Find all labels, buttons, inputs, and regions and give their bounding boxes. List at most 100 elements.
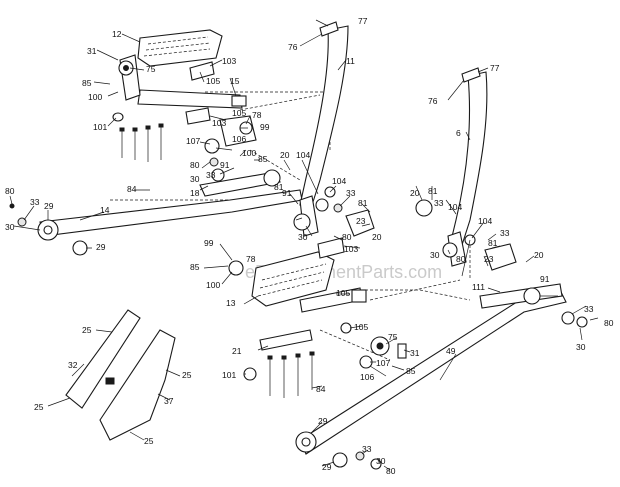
part-label: 105 bbox=[232, 108, 246, 118]
part-label: 33 bbox=[500, 228, 510, 238]
left-rail-14 bbox=[9, 189, 303, 256]
roller-29d bbox=[332, 452, 348, 468]
part-label: 105 bbox=[336, 288, 350, 298]
part-label: 101 bbox=[93, 122, 107, 132]
bracket-23a bbox=[345, 209, 375, 237]
part-label: 75 bbox=[146, 64, 156, 74]
leader-lines bbox=[9, 19, 599, 471]
cap-77a bbox=[319, 21, 339, 37]
part-number-labels: 12 31 75 85 100 103 105 15 101 103 105 7… bbox=[5, 16, 614, 476]
part-label: 25 bbox=[34, 402, 44, 412]
part-label: 81 bbox=[358, 198, 368, 208]
link-arm-18 bbox=[199, 171, 281, 197]
roller-20a bbox=[263, 169, 281, 187]
part-label: 78 bbox=[246, 254, 256, 264]
bushing-30a bbox=[293, 213, 311, 231]
part-label: 30 bbox=[5, 222, 15, 232]
part-label: 105 bbox=[206, 76, 220, 86]
bushing-105c bbox=[351, 289, 367, 303]
part-label: 99 bbox=[204, 238, 214, 248]
part-label: 13 bbox=[226, 298, 236, 308]
part-label: 104 bbox=[448, 202, 462, 212]
part-label: 111 bbox=[472, 282, 485, 292]
part-label: 37 bbox=[164, 396, 174, 406]
wheel-106a bbox=[204, 138, 220, 154]
part-label: 11 bbox=[346, 56, 355, 66]
right-rail-49 bbox=[295, 283, 588, 470]
part-label: 29 bbox=[318, 416, 328, 426]
pedal-arm-15 bbox=[137, 89, 243, 109]
part-label: 33 bbox=[30, 197, 40, 207]
assembly-dashed-lines bbox=[110, 91, 471, 361]
cap-101a bbox=[112, 112, 124, 122]
part-label: 20 bbox=[372, 232, 382, 242]
part-label: 80 bbox=[604, 318, 614, 328]
part-label: 30 bbox=[430, 250, 440, 260]
roller-29b bbox=[72, 240, 88, 256]
part-label: 21 bbox=[232, 346, 242, 356]
shrouds bbox=[65, 309, 176, 441]
part-label: 29 bbox=[322, 462, 332, 472]
part-label: 81 bbox=[274, 182, 284, 192]
part-label: 99 bbox=[260, 122, 270, 132]
bushing-105d bbox=[340, 322, 352, 334]
pedal-13 bbox=[251, 251, 335, 307]
part-label: 84 bbox=[127, 184, 137, 194]
part-label: 80 bbox=[386, 466, 396, 476]
bushing-30f bbox=[370, 458, 382, 470]
part-label: 33 bbox=[584, 304, 594, 314]
part-label: 81 bbox=[488, 238, 498, 248]
bracket-103c bbox=[317, 237, 345, 259]
part-label: 104 bbox=[332, 176, 346, 186]
part-label: 76 bbox=[428, 96, 438, 106]
part-label: 25 bbox=[182, 370, 192, 380]
part-label: 75 bbox=[388, 332, 398, 342]
part-label: 85 bbox=[258, 154, 268, 164]
part-label: 104 bbox=[478, 216, 492, 226]
part-label: 103 bbox=[344, 244, 358, 254]
part-label: 76 bbox=[288, 42, 298, 52]
screw-80a bbox=[9, 203, 15, 209]
bracket-103b bbox=[185, 107, 211, 125]
part-label: 20 bbox=[410, 188, 420, 198]
part-label: 107 bbox=[186, 136, 200, 146]
part-label: 100 bbox=[206, 280, 220, 290]
part-label: 100 bbox=[88, 92, 102, 102]
part-label: 91 bbox=[282, 188, 292, 198]
upright-arm-11 bbox=[293, 21, 375, 237]
part-label: 12 bbox=[112, 29, 122, 39]
pedal-12 bbox=[137, 29, 223, 67]
part-label: 31 bbox=[87, 46, 97, 56]
part-label: 23 bbox=[356, 216, 366, 226]
part-label: 23 bbox=[484, 254, 494, 264]
part-label: 14 bbox=[100, 205, 110, 215]
part-label: 85 bbox=[82, 78, 92, 88]
part-label: 101 bbox=[222, 370, 236, 380]
part-label: 29 bbox=[96, 242, 106, 252]
part-label: 77 bbox=[490, 63, 500, 73]
bolts-84a bbox=[119, 123, 164, 162]
part-label: 104 bbox=[296, 150, 310, 160]
part-label: 85 bbox=[190, 262, 200, 272]
part-label: 84 bbox=[316, 384, 326, 394]
part-label: 85 bbox=[406, 366, 416, 376]
part-label: 80 bbox=[190, 160, 200, 170]
part-label: 105 bbox=[354, 322, 368, 332]
part-label: 15 bbox=[230, 76, 240, 86]
part-label: 103 bbox=[212, 118, 226, 128]
part-label: 6 bbox=[456, 128, 461, 138]
shaft-31b bbox=[397, 343, 407, 359]
part-label: 30 bbox=[576, 342, 586, 352]
bushing-104a bbox=[315, 198, 329, 212]
roller-91c bbox=[523, 287, 541, 305]
bushing-105 bbox=[231, 95, 247, 107]
part-label: 20 bbox=[534, 250, 544, 260]
part-label: 80 bbox=[456, 254, 466, 264]
part-label: 77 bbox=[358, 16, 368, 26]
part-label: 91 bbox=[220, 160, 230, 170]
part-label: 49 bbox=[446, 346, 456, 356]
roller-20b bbox=[415, 199, 433, 217]
part-label: 33 bbox=[434, 198, 444, 208]
bushing-30b bbox=[442, 242, 458, 258]
